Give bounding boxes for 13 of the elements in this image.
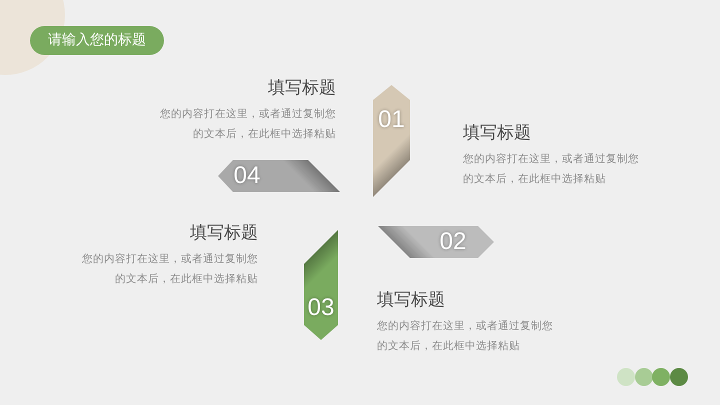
step-number: 03 [308,295,334,321]
step-number: 02 [440,229,466,255]
step-description: 您的内容打在这里，或者通过复制您的文本后，在此框中选择粘贴 [377,319,554,354]
title-banner: 请输入您的标题 [30,26,164,55]
step-description: 您的内容打在这里，或者通过复制您的文本后，在此框中选择粘贴 [463,152,640,187]
step-heading: 填写标题 [377,289,445,311]
step-heading: 填写标题 [190,222,258,244]
step-number: 01 [378,107,405,133]
step-number: 04 [234,163,260,189]
step-heading: 填写标题 [463,122,531,144]
step-heading: 填写标题 [268,77,336,99]
step-description: 您的内容打在这里，或者通过复制您的文本后，在此框中选择粘贴 [81,252,258,287]
step-description: 您的内容打在这里，或者通过复制您的文本后，在此框中选择粘贴 [159,107,336,142]
